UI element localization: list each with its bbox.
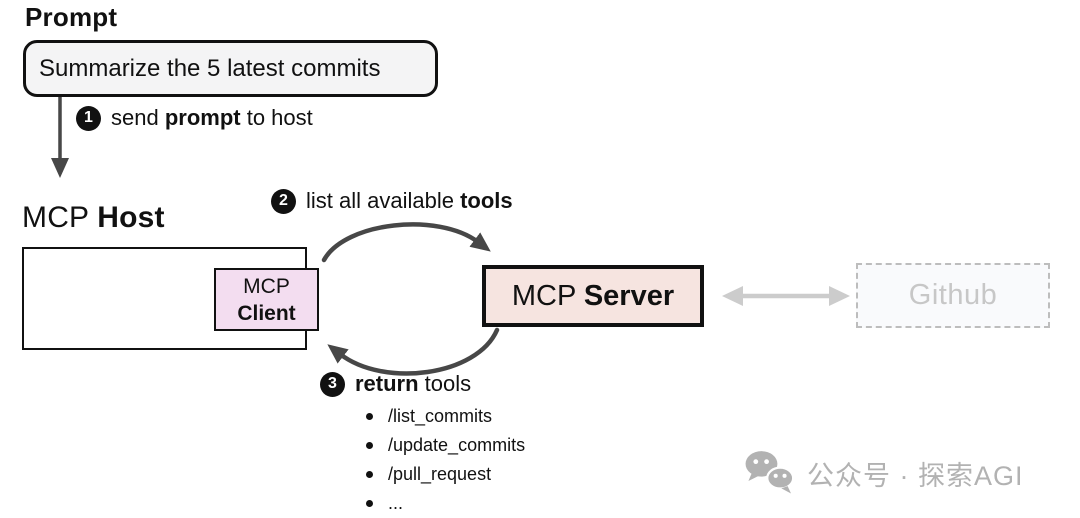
tool-item: /update_commits (366, 431, 525, 460)
github-box: Github (856, 263, 1050, 328)
step-3-label: 3 return tools (320, 371, 471, 397)
tool-name: ... (388, 493, 404, 513)
tool-item: /pull_request (366, 460, 525, 489)
bullet-dot (366, 413, 373, 420)
step-3-number-badge: 3 (320, 371, 345, 397)
mcp-server-box: MCP Server (482, 265, 704, 327)
tools-list: /list_commits /update_commits /pull_requ… (366, 402, 525, 518)
mcp-host-title: MCP Host (22, 201, 165, 234)
mcp-client-label-line2: Client (237, 301, 296, 325)
step-1-text: send prompt to host (111, 105, 313, 130)
step-2-text: list all available tools (306, 188, 513, 213)
prompt-text: Summarize the 5 latest commits (39, 54, 381, 82)
tool-name: /list_commits (388, 406, 493, 426)
prompt-title: Prompt (25, 2, 118, 32)
mcp-client-label-line1: MCP (243, 274, 290, 298)
bullet-dot (366, 500, 373, 507)
step-2-label: 2 list all available tools (271, 188, 513, 214)
mcp-server-label: MCP Server (511, 279, 675, 312)
server-to-client-arrow (327, 327, 500, 376)
github-label: Github (908, 279, 998, 311)
client-to-server-arrow (321, 222, 491, 263)
prompt-box: Summarize the 5 latest commits (23, 40, 438, 97)
step-1-number-badge: 1 (76, 105, 101, 131)
mcp-client-box: MCP Client (214, 268, 319, 331)
tool-item: ... (366, 489, 525, 518)
bullet-dot (366, 471, 373, 478)
tool-name: /pull_request (388, 464, 492, 484)
tool-name: /update_commits (388, 435, 526, 455)
bullet-dot (366, 442, 373, 449)
step-1-label: 1 send prompt to host (76, 105, 313, 131)
wechat-icon (745, 451, 795, 494)
tool-item: /list_commits (366, 402, 525, 431)
watermark-text: 公众号 · 探索AGI (807, 460, 1024, 491)
step-3-text: return tools (355, 371, 472, 396)
watermark: 公众号 · 探索AGI (745, 450, 1024, 496)
step-2-number-badge: 2 (271, 188, 296, 214)
